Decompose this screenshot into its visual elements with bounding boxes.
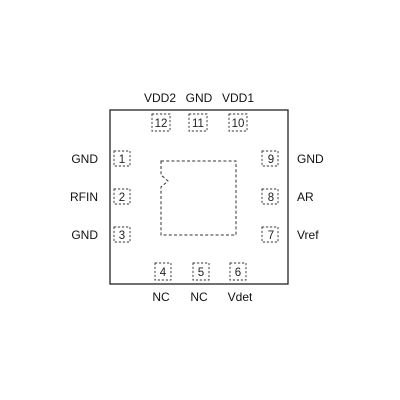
package-body-outline [109, 109, 289, 285]
pin-6-number: 6 [235, 267, 241, 279]
pin-7-number: 7 [268, 230, 274, 242]
pin-9-pad [261, 150, 279, 167]
pin-3-number: 3 [119, 230, 125, 242]
pin-10-pad [228, 113, 248, 132]
pin-5-number: 5 [198, 267, 204, 279]
pin-11-pad [188, 113, 208, 132]
pin-1-number: 1 [119, 154, 125, 166]
pin-12-label: VDD2 [144, 91, 176, 105]
pin-4-pad [154, 262, 172, 281]
pin-6-label: Vdet [228, 290, 253, 304]
pin-7-pad [261, 226, 279, 243]
pin-2-number: 2 [119, 192, 125, 204]
pin-9-label: GND [297, 152, 324, 166]
pin-11-number: 11 [192, 118, 204, 130]
pin-10-number: 10 [232, 118, 245, 130]
pin-6-pad [229, 262, 247, 281]
pin-12-pad [151, 113, 171, 132]
pin-7-label: Vref [297, 228, 319, 242]
pin-5-pad [192, 262, 210, 281]
pin-9-number: 9 [268, 154, 274, 166]
pin-2-label: RFIN [70, 190, 98, 204]
pin-1-pad [113, 150, 131, 167]
pin-4-number: 4 [160, 267, 167, 279]
exposed-ground-paddle [160, 160, 237, 236]
pin-1-label: GND [71, 152, 98, 166]
pin-8-label: AR [297, 190, 314, 204]
pin-3-label: GND [71, 228, 98, 242]
pin-8-number: 8 [268, 192, 274, 204]
pin-2-pad [113, 188, 131, 205]
pin-12-number: 12 [155, 118, 168, 130]
pin-8-pad [261, 188, 279, 205]
pin-4-label: NC [152, 290, 170, 304]
pin-3-pad [113, 226, 131, 243]
pin-11-label: GND [186, 91, 213, 105]
pin-10-label: VDD1 [222, 91, 254, 105]
pin-5-label: NC [190, 290, 208, 304]
